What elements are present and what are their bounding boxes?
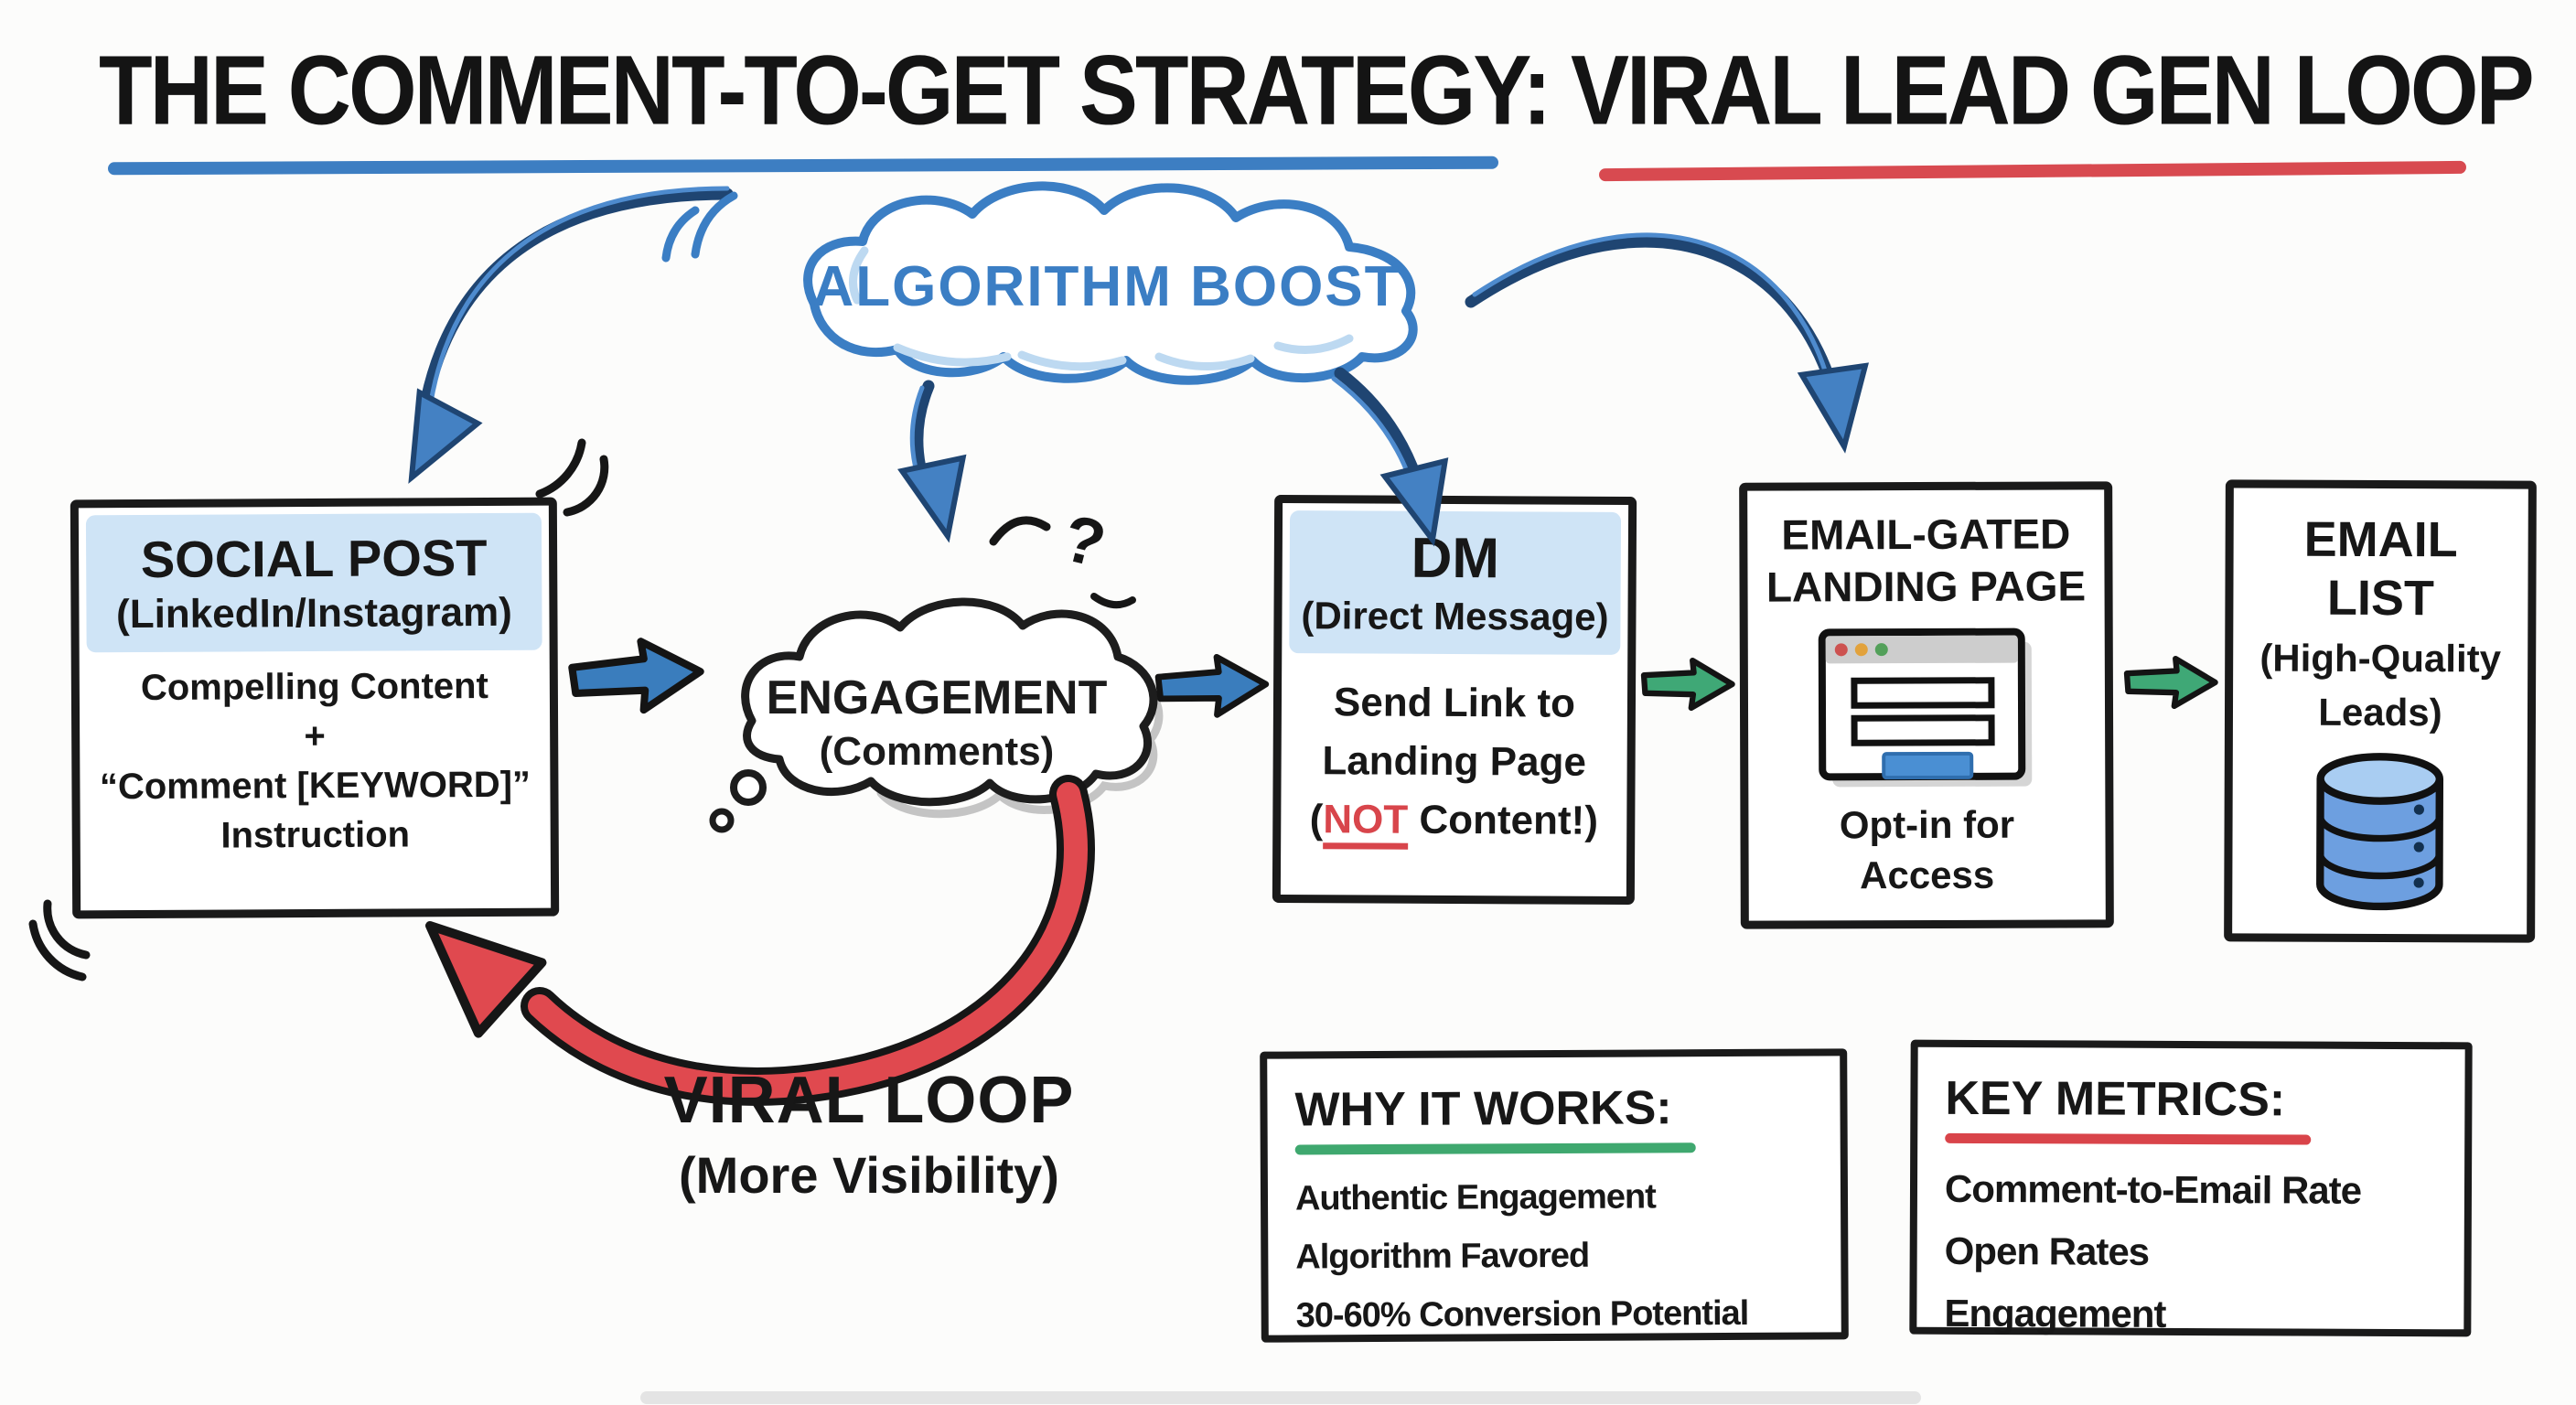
cloud-shadow xyxy=(876,671,1164,819)
motion-marks xyxy=(28,191,738,981)
browser-dot-red xyxy=(1834,643,1848,657)
arrow-cloud-to-social xyxy=(408,186,734,484)
metrics-item-1: Comment-to-Email Rate xyxy=(1944,1166,2362,1212)
question-mark-doodle: ? xyxy=(1056,501,1112,582)
arrow-engagement-to-dm xyxy=(1149,638,1276,735)
arrow-dm-to-landing xyxy=(1637,640,1740,728)
database-icon xyxy=(2302,748,2457,919)
why-item-3: 30-60% Conversion Potential xyxy=(1295,1293,1749,1335)
arrow-cloud-to-landing xyxy=(1465,232,1870,454)
browser-dot-green xyxy=(1874,643,1888,657)
arrow-cloud-to-dm xyxy=(1331,367,1449,547)
thought-cloud-icon xyxy=(741,597,1158,807)
why-it-works-box: WHY IT WORKS: Authentic Engagement Algor… xyxy=(1260,1048,1849,1343)
algorithm-boost-cloud: ALGORITHM BOOST xyxy=(727,166,1487,401)
why-it-works-title: WHY IT WORKS: xyxy=(1294,1081,1672,1137)
engagement-subtitle: (Comments) xyxy=(820,729,1055,774)
why-underline-green xyxy=(1294,1142,1696,1155)
bottom-smudge xyxy=(640,1391,1921,1404)
landing-page-box: EMAIL-GATED LANDING PAGE Opt-in for Acce… xyxy=(1739,481,2114,929)
engagement-cloud: ENGAGEMENT (Comments) xyxy=(688,538,1164,876)
engagement-doodles: ? xyxy=(989,501,1136,609)
viral-loop-label: VIRAL LOOP xyxy=(663,1064,1075,1137)
why-item-2: Algorithm Favored xyxy=(1295,1236,1590,1277)
browser-window-icon xyxy=(1818,627,2036,791)
metrics-underline-red xyxy=(1945,1132,2312,1145)
key-metrics-title: KEY METRICS: xyxy=(1945,1071,2286,1127)
browser-form-field-2 xyxy=(1851,714,1995,746)
arrow-cloud-to-engagement xyxy=(897,380,967,543)
viral-loop-arrow xyxy=(425,775,1095,1106)
email-list-box: EMAIL LIST (High-Quality Leads) xyxy=(2224,479,2537,943)
engagement-title: ENGAGEMENT xyxy=(767,671,1108,724)
arrow-social-to-engagement xyxy=(561,624,715,727)
browser-submit-button xyxy=(1882,751,1974,780)
browser-dot-yellow xyxy=(1854,643,1868,657)
viral-loop-sublabel: (More Visibility) xyxy=(679,1146,1059,1204)
cloud-inner-shading xyxy=(849,246,1354,371)
thought-bubbles xyxy=(709,769,767,833)
browser-titlebar xyxy=(1825,635,2018,664)
browser-form-field-1 xyxy=(1851,677,1995,709)
metrics-item-3: Engagement xyxy=(1944,1291,2166,1335)
key-metrics-box: KEY METRICS: Comment-to-Email Rate Open … xyxy=(1909,1039,2473,1337)
page-title: THE COMMENT-TO-GET STRATEGY: VIRAL LEAD … xyxy=(99,36,2535,145)
cloud-arrows xyxy=(408,186,1870,547)
arrow-landing-to-list xyxy=(2120,638,2223,726)
why-item-1: Authentic Engagement xyxy=(1294,1177,1656,1218)
algorithm-boost-label: ALGORITHM BOOST xyxy=(812,255,1401,318)
metrics-item-2: Open Rates xyxy=(1944,1228,2150,1273)
